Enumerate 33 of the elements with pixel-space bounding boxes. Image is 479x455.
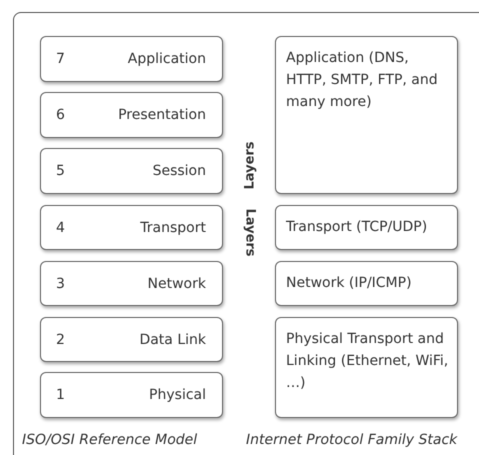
layer-box	[275, 317, 458, 418]
layer-box	[40, 36, 223, 82]
layer-box	[40, 261, 223, 306]
layer-number: 1	[56, 387, 65, 403]
layer-name: Transport	[140, 220, 206, 236]
layer-name: Network (IP/ICMP)	[286, 274, 413, 293]
layer-name: Physical	[149, 387, 206, 403]
caption: Internet Protocol Family Stack	[246, 432, 458, 448]
layer-name: Data Link	[139, 332, 206, 348]
layer-box	[40, 205, 223, 250]
layer-box	[275, 36, 458, 194]
layer-name: Presentation	[118, 107, 206, 123]
layer-box	[275, 261, 458, 306]
caption: ISO/OSI Reference Model	[22, 432, 198, 448]
layer-number: 6	[56, 107, 65, 123]
layer-number: 2	[56, 332, 65, 348]
layer-number: 5	[56, 163, 65, 179]
layer-number: 4	[56, 220, 65, 236]
layers-label: Layers	[242, 140, 258, 190]
layer-number: 7	[56, 51, 65, 67]
layer-name: Physical Transport and Linking (Ethernet, WiFi, …)	[286, 330, 449, 393]
layer-name: Application	[128, 51, 206, 67]
layer-box	[275, 205, 458, 250]
layers-label: Layers	[242, 208, 258, 256]
layer-box	[40, 372, 223, 418]
layer-name: Session	[152, 163, 206, 179]
layer-name: Network	[148, 276, 206, 292]
layer-name: Transport (TCP/UDP)	[286, 218, 428, 237]
layer-name: Application (DNS, HTTP, SMTP, FTP, and many more)	[286, 49, 439, 112]
layer-box	[40, 92, 223, 138]
layer-number: 3	[56, 276, 65, 292]
layer-box	[40, 317, 223, 362]
layer-box	[40, 148, 223, 194]
